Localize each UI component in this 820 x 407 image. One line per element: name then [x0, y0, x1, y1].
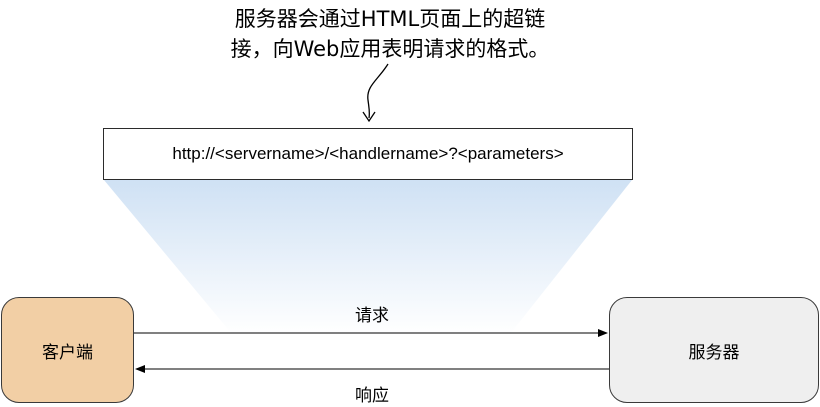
url-format-box: http://<servername>/<handlername>?<param…: [103, 128, 633, 180]
highlight-beam: [104, 180, 632, 334]
annotation-text: 服务器会通过HTML页面上的超链 接，向Web应用表明请求的格式。: [180, 4, 600, 64]
annotation-pointer: [367, 63, 389, 119]
client-node: 客户端: [1, 297, 134, 403]
response-label: 响应: [355, 386, 389, 406]
client-label: 客户端: [42, 342, 93, 363]
annotation-pointer-head: [362, 111, 376, 123]
annotation-line-2: 接，向Web应用表明请求的格式。: [230, 37, 550, 61]
annotation-line-1: 服务器会通过HTML页面上的超链: [234, 7, 546, 31]
server-label: 服务器: [688, 342, 740, 363]
server-node: 服务器: [609, 297, 819, 403]
url-format-text: http://<servername>/<handlername>?<param…: [172, 144, 564, 163]
request-label: 请求: [355, 306, 389, 326]
